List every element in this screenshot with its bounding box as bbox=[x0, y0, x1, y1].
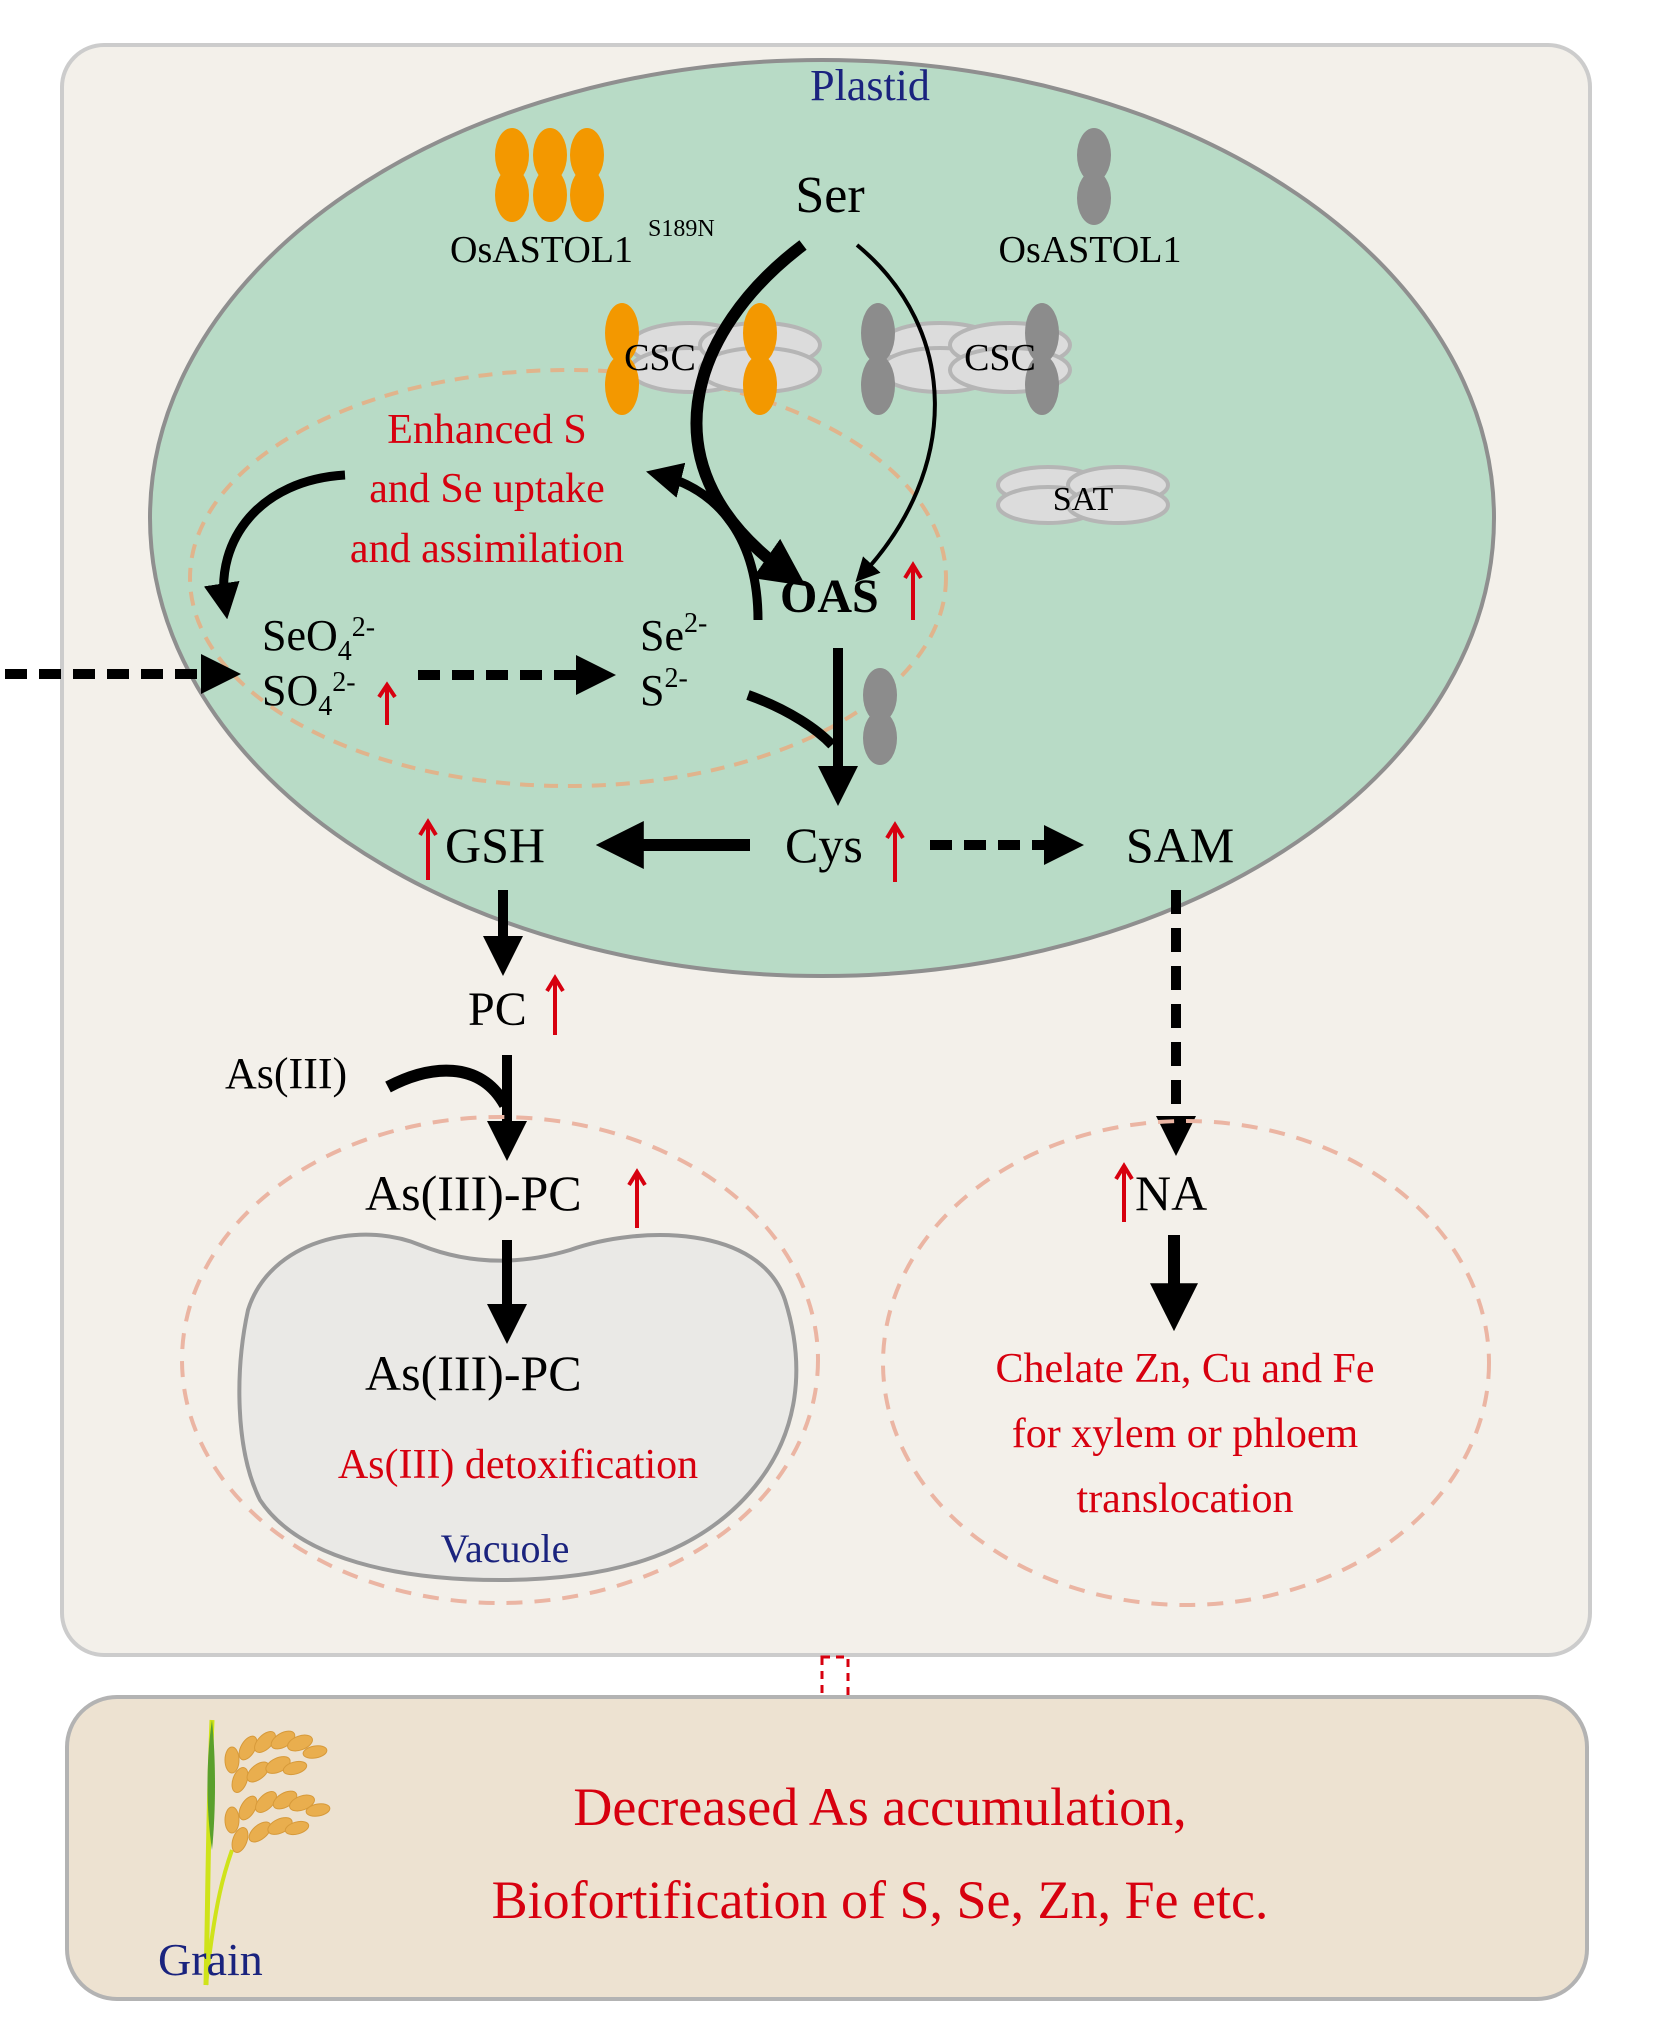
oas-to-uptake-arrow bbox=[646, 462, 763, 621]
so4-label: SO42- bbox=[262, 666, 356, 722]
svg-text:SO42-: SO42- bbox=[262, 666, 356, 722]
csc-label-mutant: CSC bbox=[624, 337, 696, 379]
sat-complex bbox=[996, 465, 1170, 525]
grain-panel bbox=[65, 1695, 1589, 2001]
sat-label: SAT bbox=[1053, 481, 1114, 518]
uptake-to-sulfate-arrow bbox=[203, 470, 346, 620]
detox-label: As(III) detoxification bbox=[338, 1442, 698, 1488]
plastid bbox=[148, 58, 1496, 978]
sulfide-join-arrow bbox=[746, 690, 836, 749]
as3pc-cytosol-label: As(III)-PC bbox=[365, 1165, 582, 1221]
as3-label: As(III) bbox=[225, 1049, 347, 1098]
outcome-line1: Decreased As accumulation, bbox=[573, 1777, 1186, 1837]
na-label: NA bbox=[1135, 1165, 1207, 1221]
so4-up-arrow bbox=[377, 681, 397, 725]
ser-to-oas-arrow-weak bbox=[855, 243, 937, 583]
svg-text:S2-: S2- bbox=[640, 663, 688, 715]
chelation-region bbox=[881, 1119, 1491, 1607]
as3-join-arrow bbox=[385, 1064, 511, 1109]
chelate-line2: for xylem or phloem bbox=[1012, 1411, 1359, 1457]
pc-up-arrow bbox=[545, 974, 565, 1035]
csc-label-wildtype: CSC bbox=[964, 337, 1036, 379]
enhanced-uptake-line3: and assimilation bbox=[350, 526, 624, 572]
na-up-arrow bbox=[1114, 1162, 1134, 1222]
oasthl-protein-icon bbox=[863, 668, 897, 765]
mutant-protein-superscript: S189N bbox=[648, 216, 715, 242]
vacuole bbox=[237, 1232, 799, 1583]
as3pc-up-arrow bbox=[627, 1168, 647, 1228]
mutant-protein-icon bbox=[495, 128, 604, 222]
oas-up-arrow bbox=[903, 561, 923, 620]
as3pc-vacuole-label: As(III)-PC bbox=[365, 1345, 582, 1401]
oas-label: OAS bbox=[780, 570, 879, 623]
chelate-line3: translocation bbox=[1077, 1476, 1294, 1522]
assimilation-region bbox=[188, 368, 948, 788]
ser-label: Ser bbox=[795, 167, 864, 224]
gsh-up-arrow bbox=[418, 818, 438, 880]
mutant-protein-label: OsASTOL1 bbox=[450, 229, 633, 271]
chelate-line1: Chelate Zn, Cu and Fe bbox=[995, 1346, 1374, 1392]
grain-label: Grain bbox=[158, 1934, 263, 1985]
se2-label: Se2- bbox=[640, 608, 707, 660]
wildtype-protein-icon bbox=[1077, 128, 1111, 225]
cys-label: Cys bbox=[785, 817, 863, 873]
svg-text:SeO42-: SeO42- bbox=[262, 611, 375, 667]
svg-text:Se2-: Se2- bbox=[640, 608, 707, 660]
vacuole-label: Vacuole bbox=[441, 1526, 570, 1571]
enhanced-uptake-line2: and Se uptake bbox=[369, 466, 605, 512]
csc-complex-wildtype bbox=[861, 303, 1072, 415]
seo4-label: SeO42- bbox=[262, 611, 375, 667]
pc-label: PC bbox=[468, 983, 527, 1036]
enhanced-uptake-line1: Enhanced S bbox=[387, 407, 586, 453]
detox-region bbox=[180, 1115, 820, 1605]
rice-plant-icon bbox=[203, 1719, 331, 1986]
wildtype-protein-label: OsASTOL1 bbox=[999, 229, 1182, 271]
s2-label: S2- bbox=[640, 663, 688, 715]
plastid-label: Plastid bbox=[810, 61, 930, 110]
sam-label: SAM bbox=[1126, 817, 1234, 873]
outcome-line2: Biofortification of S, Se, Zn, Fe etc. bbox=[492, 1870, 1269, 1930]
gsh-label: GSH bbox=[445, 817, 545, 873]
csc-complex-mutant bbox=[605, 303, 822, 415]
cys-up-arrow bbox=[885, 821, 905, 882]
